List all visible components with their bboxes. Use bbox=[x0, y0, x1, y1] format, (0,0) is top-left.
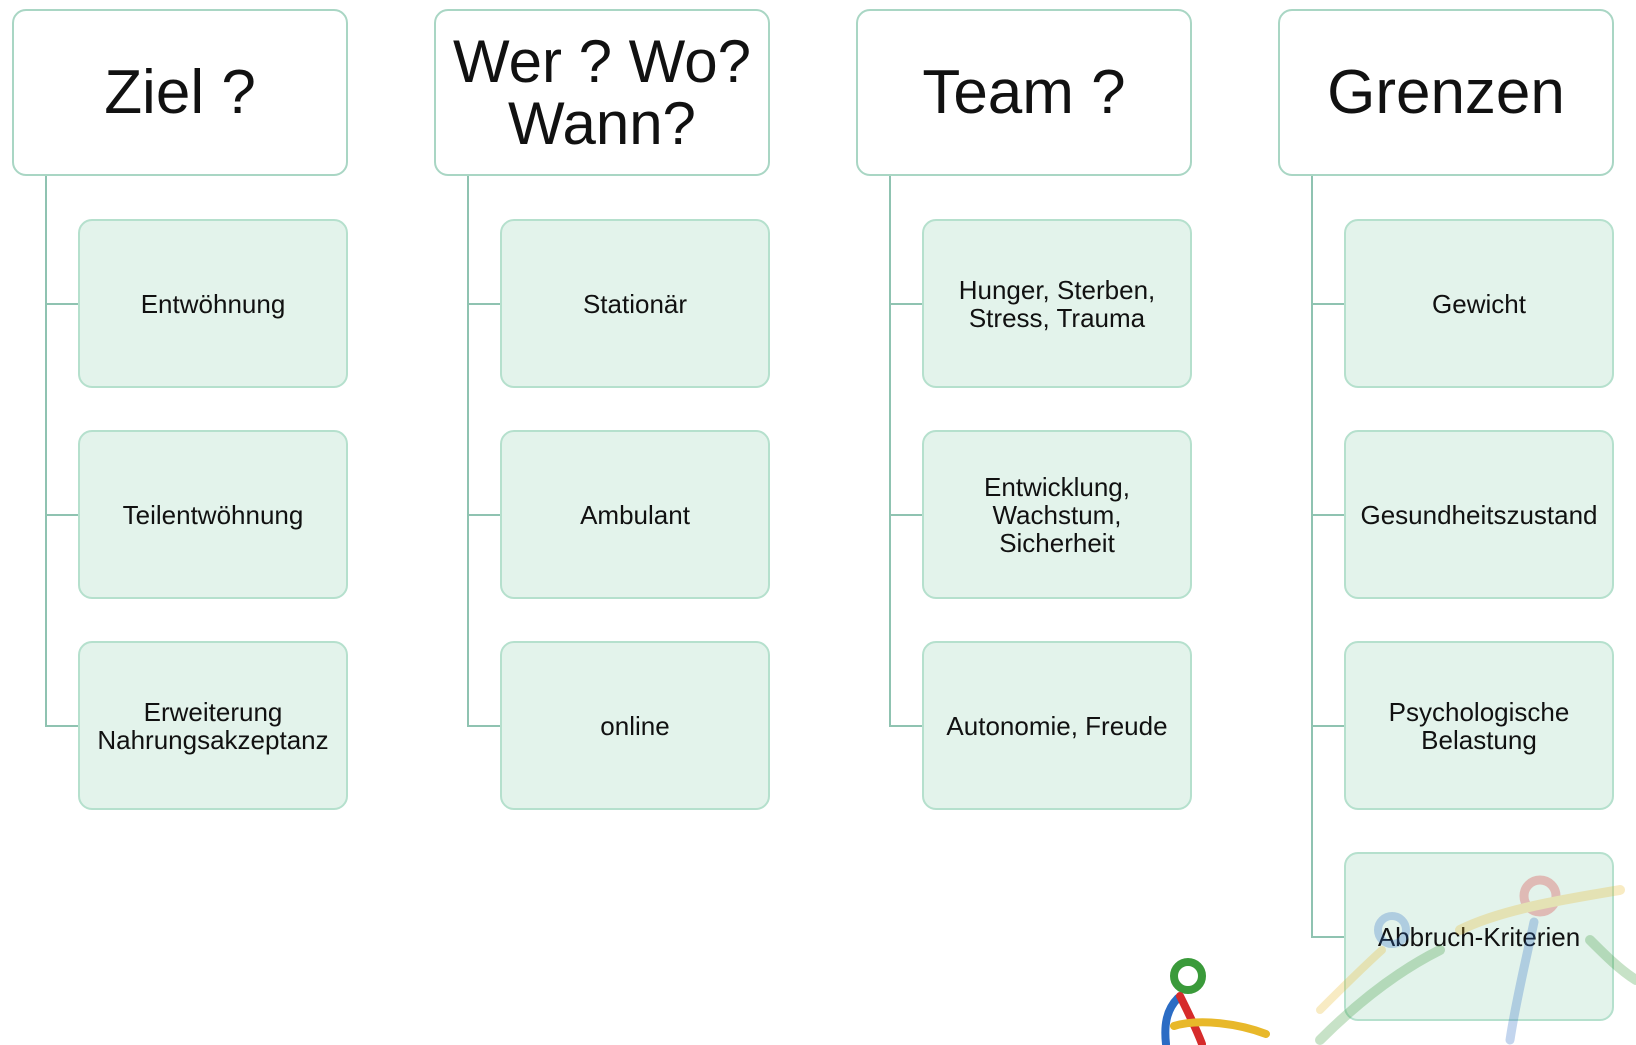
column-wer-wo-wann: Wer ? Wo? Wann? Stationär Ambulant onlin… bbox=[434, 0, 794, 1045]
item-label: Teilentwöhnung bbox=[122, 499, 304, 530]
column-header-label: Grenzen bbox=[1327, 57, 1565, 127]
item-box: Gesundheitszustand bbox=[1344, 430, 1614, 599]
column-header-label: Team ? bbox=[922, 57, 1126, 127]
item-box: Entwöhnung bbox=[78, 219, 348, 388]
column-grenzen: Grenzen Gewicht Gesundheitszustand Psych… bbox=[1278, 0, 1636, 1045]
connector-line bbox=[889, 176, 891, 727]
connector-line bbox=[467, 176, 469, 727]
connector-branch bbox=[1311, 303, 1344, 305]
item-box: Gewicht bbox=[1344, 219, 1614, 388]
item-box: online bbox=[500, 641, 770, 810]
item-box: Entwicklung, Wachstum, Sicherheit bbox=[922, 430, 1192, 599]
item-box: Abbruch-Kriterien bbox=[1344, 852, 1614, 1021]
column-header-label: Ziel ? bbox=[104, 57, 256, 127]
item-label: Psychologische Belastung bbox=[1388, 696, 1570, 755]
figure-logo-icon bbox=[1161, 958, 1270, 1045]
connector-branch bbox=[45, 514, 78, 516]
connector-branch bbox=[1311, 514, 1344, 516]
connector-branch bbox=[889, 303, 922, 305]
item-box: Erweiterung Nahrungsakzeptanz bbox=[78, 641, 348, 810]
item-label: Autonomie, Freude bbox=[946, 710, 1168, 741]
item-box: Hunger, Sterben, Stress, Trauma bbox=[922, 219, 1192, 388]
figure-logo-watermark-icon bbox=[1315, 875, 1636, 1045]
column-team: Team ? Hunger, Sterben, Stress, Trauma E… bbox=[856, 0, 1216, 1045]
item-box: Psychologische Belastung bbox=[1344, 641, 1614, 810]
item-label: Abbruch-Kriterien bbox=[1377, 921, 1581, 952]
connector-branch bbox=[45, 725, 78, 727]
item-label: Entwöhnung bbox=[140, 288, 286, 319]
item-label: online bbox=[600, 710, 670, 741]
item-label: Hunger, Sterben, Stress, Trauma bbox=[958, 274, 1156, 333]
item-box: Teilentwöhnung bbox=[78, 430, 348, 599]
item-label: Erweiterung Nahrungsakzeptanz bbox=[97, 696, 329, 755]
item-box: Autonomie, Freude bbox=[922, 641, 1192, 810]
connector-branch bbox=[467, 725, 500, 727]
item-label: Gesundheitszustand bbox=[1360, 499, 1598, 530]
connector-branch bbox=[45, 303, 78, 305]
column-header: Team ? bbox=[856, 9, 1192, 176]
column-header-label: Wer ? Wo? Wann? bbox=[453, 27, 751, 157]
connector-line bbox=[1311, 176, 1313, 938]
connector-line bbox=[45, 176, 47, 727]
column-ziel: Ziel ? Entwöhnung Teilentwöhnung Erweite… bbox=[12, 0, 372, 1045]
column-header: Wer ? Wo? Wann? bbox=[434, 9, 770, 176]
item-label: Entwicklung, Wachstum, Sicherheit bbox=[984, 471, 1130, 558]
item-box: Stationär bbox=[500, 219, 770, 388]
connector-branch bbox=[467, 303, 500, 305]
column-header: Grenzen bbox=[1278, 9, 1614, 176]
item-label: Gewicht bbox=[1432, 288, 1526, 319]
item-label: Ambulant bbox=[580, 499, 690, 530]
connector-branch bbox=[1311, 725, 1344, 727]
item-label: Stationär bbox=[582, 288, 688, 319]
connector-branch bbox=[1311, 936, 1344, 938]
column-header: Ziel ? bbox=[12, 9, 348, 176]
connector-branch bbox=[889, 725, 922, 727]
connector-branch bbox=[467, 514, 500, 516]
connector-branch bbox=[889, 514, 922, 516]
item-box: Ambulant bbox=[500, 430, 770, 599]
